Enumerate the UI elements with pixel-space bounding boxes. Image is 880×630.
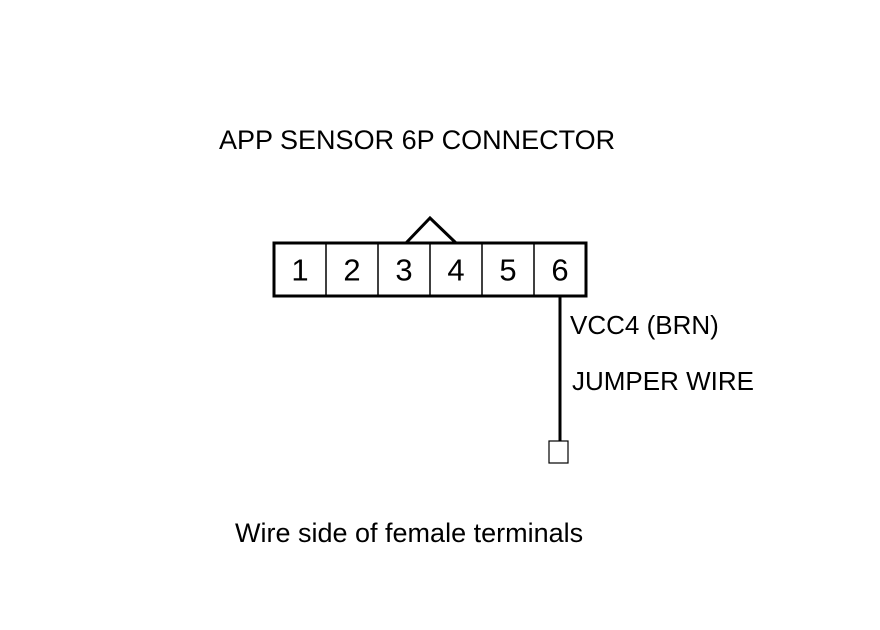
terminal-side-caption: Wire side of female terminals <box>235 518 584 548</box>
wire-color-label: VCC4 (BRN) <box>570 310 719 340</box>
pin-number-6: 6 <box>551 253 568 288</box>
pin-number-2: 2 <box>343 253 360 288</box>
pin-number-4: 4 <box>447 253 464 288</box>
jumper-terminal <box>548 440 569 464</box>
pin-number-5: 5 <box>499 253 516 288</box>
pin-number-3: 3 <box>395 253 412 288</box>
pin-number-1: 1 <box>291 253 308 288</box>
connector-lock-tab <box>404 215 458 245</box>
jumper-wire-label: JUMPER WIRE <box>572 366 754 396</box>
connector-title: APP SENSOR 6P CONNECTOR <box>219 125 616 155</box>
connector-dividers <box>325 243 535 296</box>
